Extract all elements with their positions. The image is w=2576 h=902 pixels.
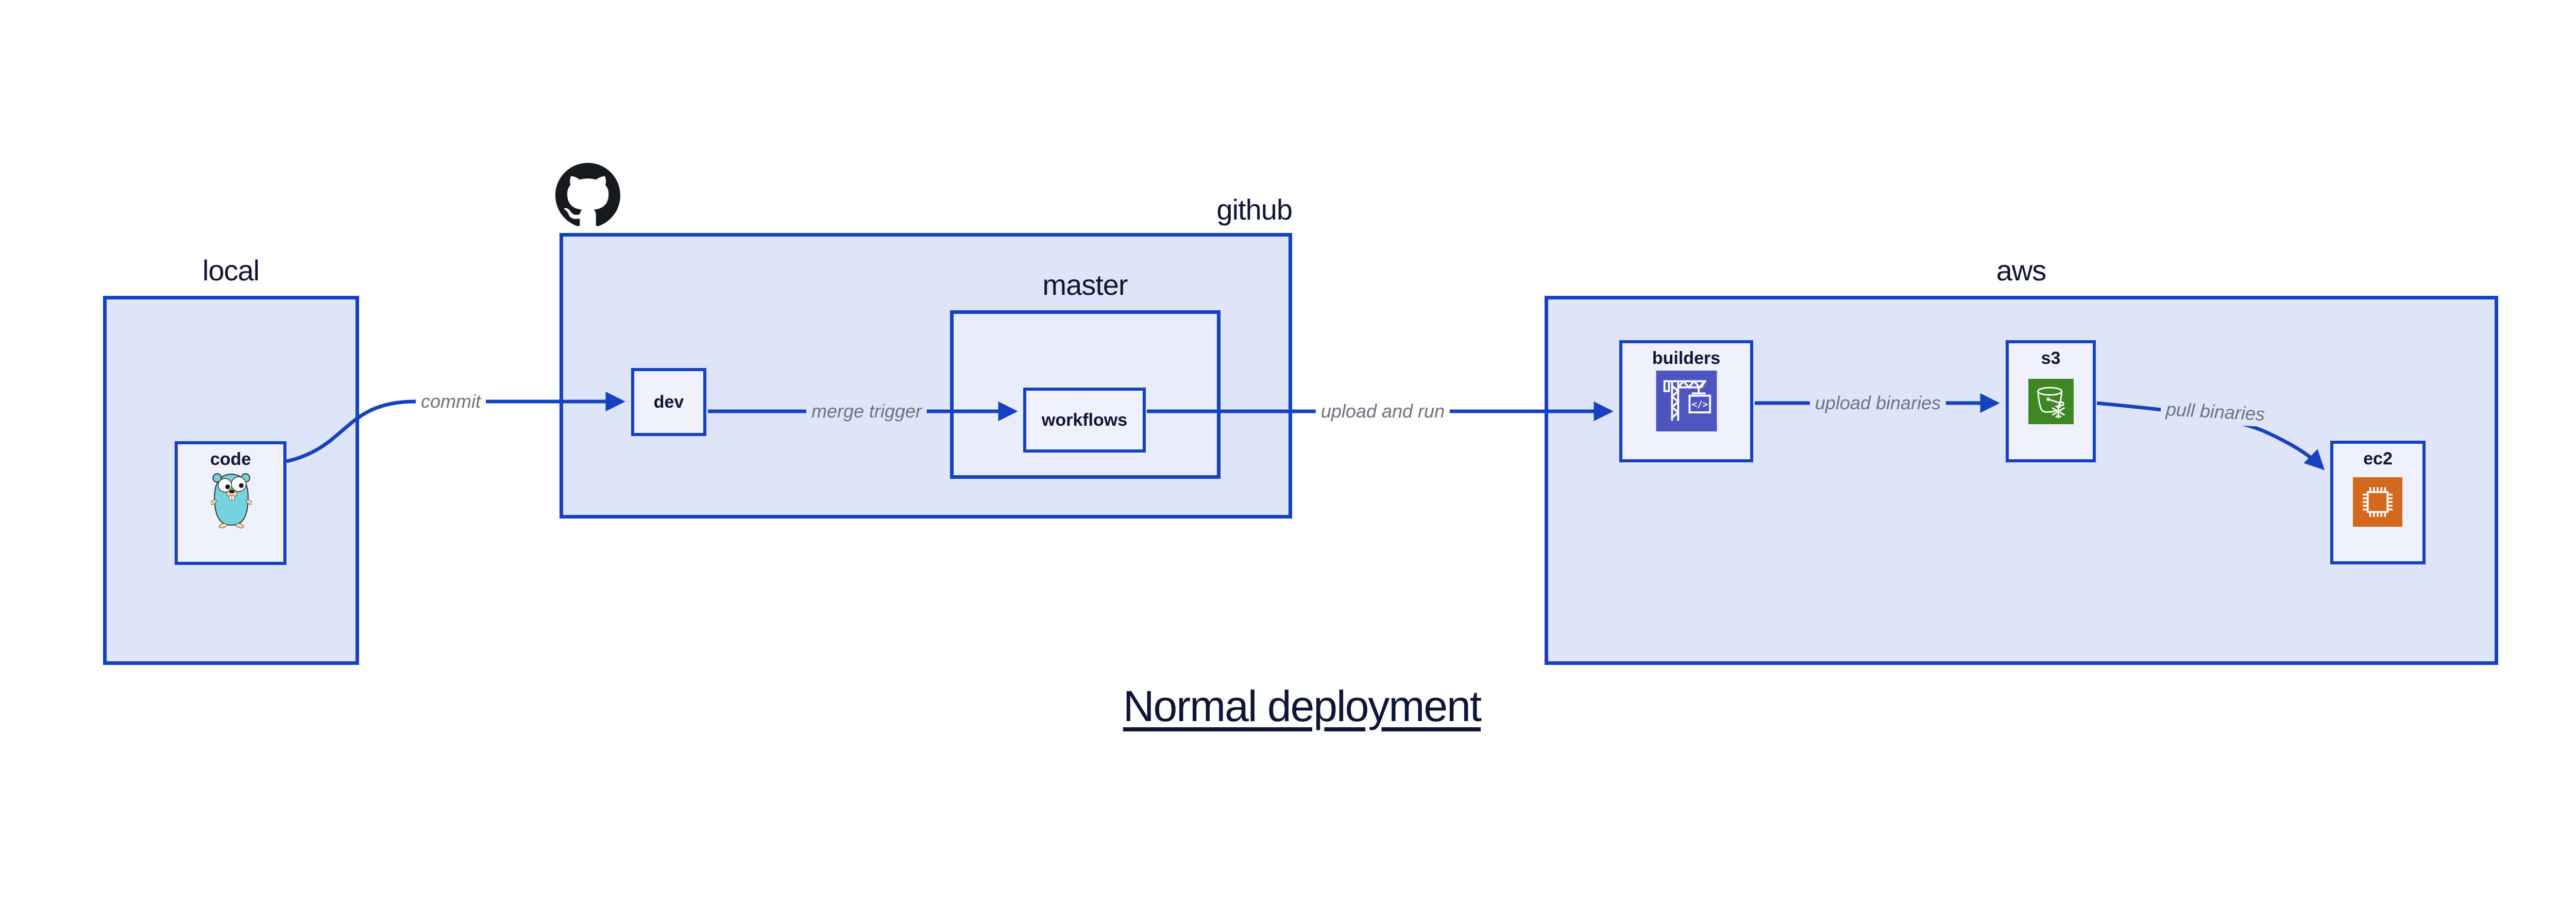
- node-label-ec2: ec2: [2363, 449, 2393, 469]
- node-label-s3: s3: [2041, 348, 2061, 368]
- node-label-workflows: workflows: [1041, 410, 1128, 430]
- aws-ec2-chip-icon: [2353, 477, 2402, 527]
- group-label-local: local: [202, 254, 260, 287]
- node-label-builders: builders: [1652, 348, 1721, 368]
- edge-label-upload-and-run: upload and run: [1315, 399, 1450, 424]
- node-workflows: workflows: [1023, 388, 1146, 453]
- edge-label-merge-trigger: merge trigger: [806, 399, 927, 424]
- node-label-code: code: [210, 449, 251, 469]
- diagram-title-text: Normal deployment: [1123, 682, 1482, 730]
- group-label-aws: aws: [1996, 254, 2047, 287]
- go-gopher-icon: [211, 473, 252, 528]
- diagram-title: Normal deployment: [1044, 681, 1560, 731]
- group-label-master: master: [1042, 269, 1128, 301]
- group-label-github: github: [1216, 193, 1293, 226]
- edge-label-upload-binaries: upload binaries: [1809, 391, 1946, 415]
- aws-s3-glacier-bucket-icon: [2028, 379, 2074, 424]
- svg-text:</>: </>: [1691, 400, 1708, 410]
- github-octocat-icon: [555, 163, 620, 226]
- aws-codebuild-crane-icon: </>: [1656, 371, 1717, 431]
- node-label-dev: dev: [653, 392, 684, 412]
- node-dev: dev: [631, 368, 706, 436]
- edge-label-commit: commit: [416, 389, 486, 414]
